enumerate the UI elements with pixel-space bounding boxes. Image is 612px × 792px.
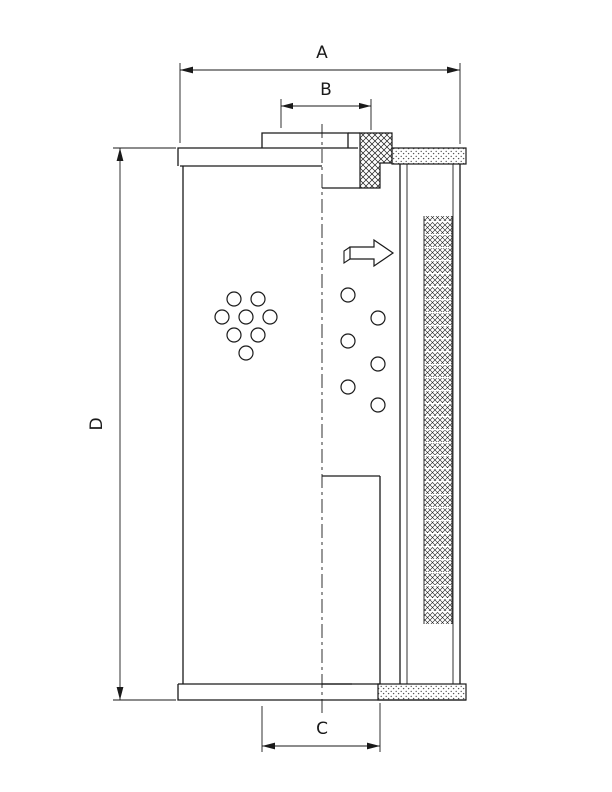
dimension-a-label: A (316, 43, 328, 63)
dimension-b-label: B (320, 80, 332, 100)
perforation-holes-right (340, 287, 386, 413)
end-cap-top (391, 147, 467, 165)
flow-arrow-icon (343, 238, 395, 268)
dimension-b: B (280, 80, 372, 130)
filter-body-outline (177, 132, 466, 701)
section-cut-outline (322, 132, 393, 685)
filter-media-column (377, 147, 467, 701)
gasket-hatch (359, 132, 393, 189)
dimension-d: D (87, 147, 176, 701)
dimension-c: C (261, 703, 381, 752)
dimension-c-label: C (316, 719, 328, 739)
dimension-a: A (179, 43, 461, 144)
dimension-d-label: D (87, 417, 107, 430)
perforation-holes-left (214, 291, 278, 361)
end-cap-bottom (377, 683, 467, 701)
